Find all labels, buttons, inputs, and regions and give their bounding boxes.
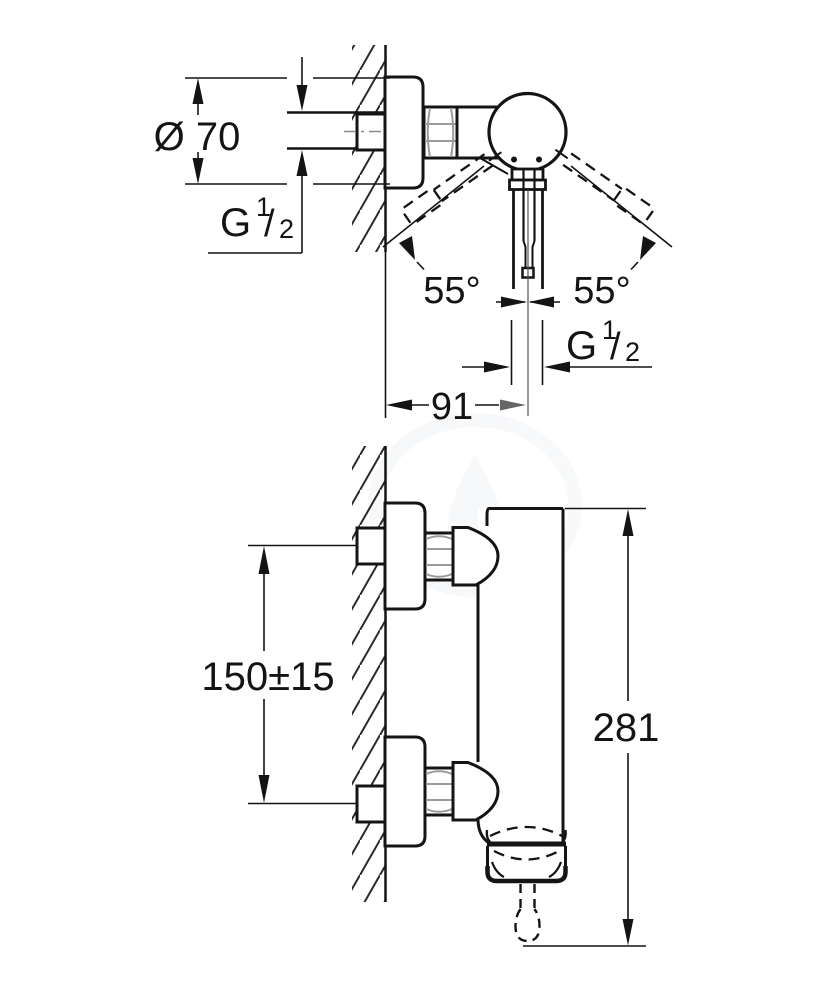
inlet-thread-slash: / [264,203,275,245]
escutcheon-diameter-label: Ø 70 [154,115,241,159]
escutcheon-upper [383,501,427,611]
escutcheon-top-view [383,75,425,190]
dimension-escutcheon-diameter: Ø 70 [154,77,390,185]
projection-depth-label: 91 [431,386,473,428]
inlet-pipe [287,111,397,152]
s-union-dome-lower [451,761,500,822]
dimension-swing-angle-left: 55° [382,165,527,312]
top-view-group: 55° 55° Ø 70 [154,45,673,428]
s-union-dome-upper [451,526,500,587]
handle-swing-dashed-left [401,151,502,226]
dimension-total-height: 281 [523,507,660,947]
outlet-thread-denominator: 2 [625,337,640,367]
wall-socket-lower [355,784,387,824]
hex-nut-lower [423,766,455,817]
outlet-thread-g: G [566,324,597,368]
inlet-thread-denominator: 2 [279,214,294,244]
escutcheon-lower [383,735,427,848]
hex-nut-upper [423,531,455,582]
marker-dot-right [536,156,542,163]
marker-dot-left [511,156,517,163]
dimension-projection-depth: 91 [386,386,526,428]
total-height-label: 281 [593,706,660,750]
inlet-thread-numerator: 1 [256,192,271,222]
side-view-group: 150±15 281 [201,446,660,947]
body-shoulder-line [479,157,509,175]
cartridge-cap-circle [487,91,568,173]
lever-handle [508,167,547,416]
dimension-inlet-thread: G 1 / 2 [208,57,308,254]
wall-hatch-bottom [352,446,385,902]
inlet-thread-g: G [220,201,251,245]
connection-spacing-label: 150±15 [201,655,334,699]
wall-socket-upper [355,526,387,566]
shower-hose-outlet [485,825,568,943]
swing-angle-left-label: 55° [423,270,480,312]
outlet-thread-numerator: 1 [602,315,617,345]
dimension-swing-angle-right: 55° [528,165,673,312]
swing-angle-right-label: 55° [573,270,630,312]
hex-nut-top-view [422,105,459,160]
outlet-thread-slash: / [610,326,621,368]
dimension-connection-spacing: 150±15 [201,544,357,805]
handle-swing-dashed-right [554,148,655,225]
dimension-outlet-thread: G 1 / 2 [462,315,652,385]
